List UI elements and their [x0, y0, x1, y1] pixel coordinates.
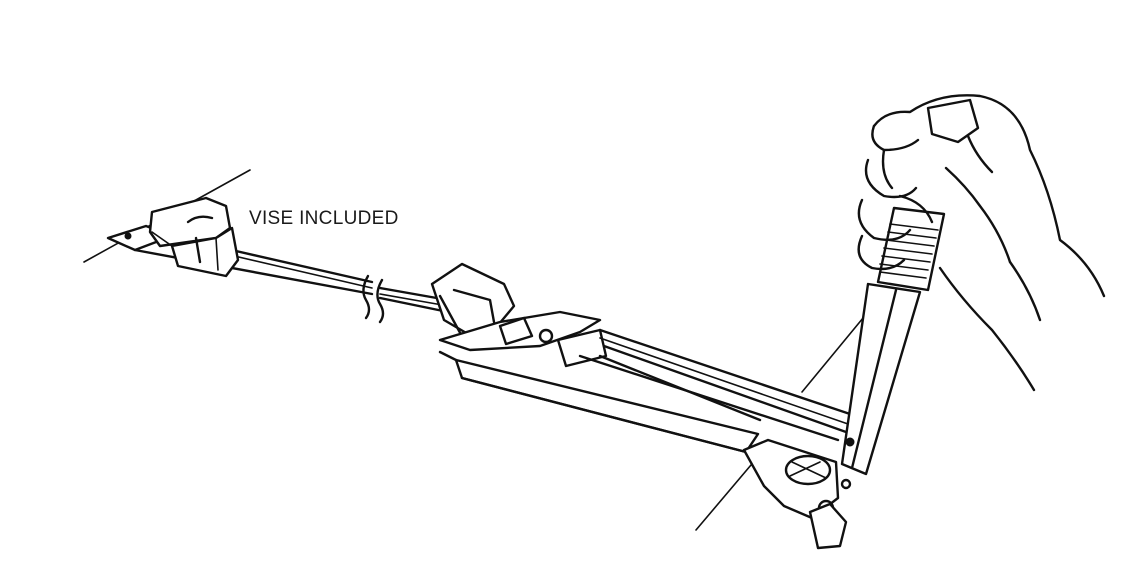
center-vise-assembly	[430, 262, 608, 368]
handle-lever	[840, 98, 980, 490]
vise-block-left	[148, 196, 240, 278]
vise-included-label: VISE INCLUDED	[249, 208, 399, 229]
rail-break-mark	[362, 274, 385, 324]
guide-bars	[578, 328, 852, 442]
hand-icon	[857, 94, 1106, 392]
base-rail-left	[106, 224, 374, 296]
bending-head	[742, 438, 848, 550]
handle-grip-ridges	[879, 223, 939, 279]
